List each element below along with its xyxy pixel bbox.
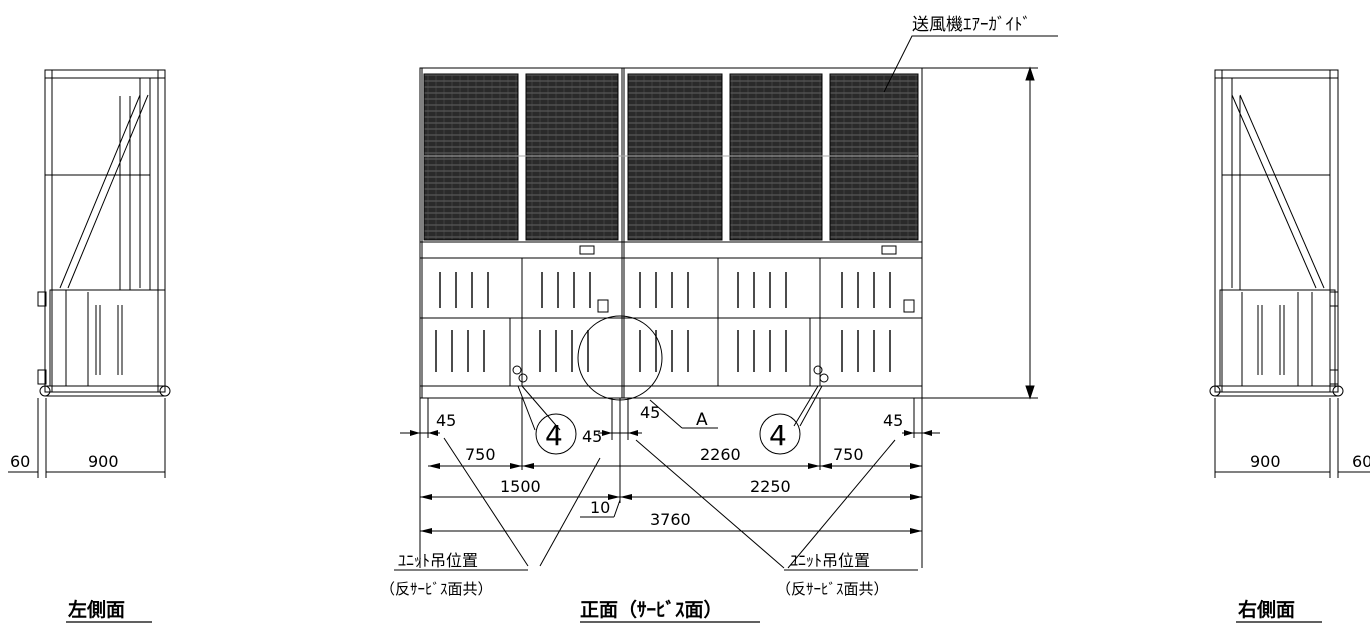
left-side-view bbox=[8, 69, 171, 478]
dim-2260: 2260 bbox=[700, 445, 741, 464]
lift-point-balloon-left: 4 bbox=[545, 419, 563, 452]
lift-label-left-line2: （反ｻｰﾋﾞｽ面共） bbox=[380, 580, 493, 598]
dim-right-60: 60 bbox=[1352, 452, 1370, 471]
right-side-view bbox=[1209, 69, 1370, 478]
lift-label-right-line2: （反ｻｰﾋﾞｽ面共） bbox=[776, 580, 889, 598]
view-title-left-side: 左側面 bbox=[68, 598, 125, 621]
lift-point-balloon-right: 4 bbox=[769, 419, 787, 452]
dim-45-mid-left: 45 bbox=[582, 427, 602, 446]
detail-mark-a: A bbox=[696, 410, 708, 430]
lift-label-right-line1: ﾕﾆｯﾄ吊位置 bbox=[790, 551, 870, 570]
front-view bbox=[394, 35, 1058, 571]
dim-1500: 1500 bbox=[500, 477, 541, 496]
dim-750-left: 750 bbox=[465, 445, 496, 464]
dim-3760: 3760 bbox=[650, 510, 691, 529]
dim-left-60: 60 bbox=[10, 452, 30, 471]
dim-45-mid-right: 45 bbox=[640, 403, 660, 422]
dim-left-900: 900 bbox=[88, 452, 119, 471]
front-view-arrowheads bbox=[410, 430, 932, 534]
dim-750-right: 750 bbox=[833, 445, 864, 464]
fan-air-guide-label: 送風機ｴｱｰｶﾞｲﾄﾞ bbox=[912, 15, 1031, 35]
dim-2250: 2250 bbox=[750, 477, 791, 496]
dim-10: 10 bbox=[590, 498, 610, 517]
view-title-right-side: 右側面 bbox=[1237, 598, 1295, 621]
view-title-front: 正面（ｻｰﾋﾞｽ面） bbox=[580, 598, 723, 621]
dim-45-right: 45 bbox=[883, 411, 903, 430]
dim-45-left: 45 bbox=[436, 411, 456, 430]
dim-right-900: 900 bbox=[1250, 452, 1281, 471]
lift-label-left-line1: ﾕﾆｯﾄ吊位置 bbox=[398, 551, 478, 570]
